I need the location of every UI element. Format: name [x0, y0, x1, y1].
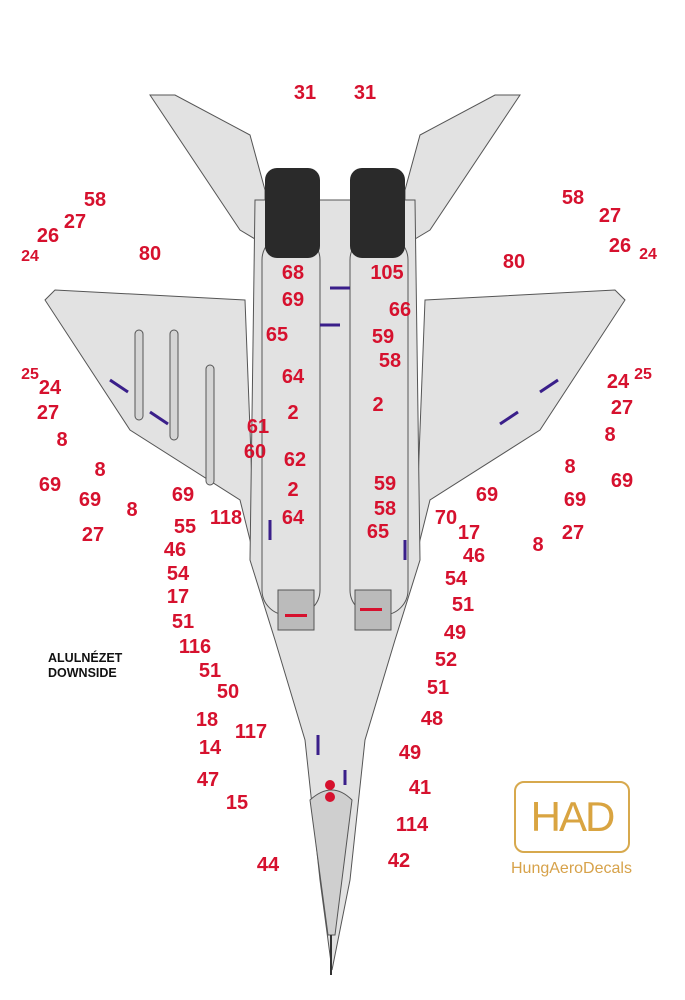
- decal-number-callout: 49: [443, 622, 467, 644]
- had-logo: HAD: [514, 781, 630, 853]
- decal-number-callout: 17: [166, 586, 190, 608]
- right-nacelle: [349, 234, 409, 616]
- view-label-en: DOWNSIDE: [48, 666, 117, 680]
- decal-number-callout: 55: [173, 516, 197, 538]
- left-pylon-missile: [205, 364, 215, 486]
- decal-number-callout: 62: [283, 449, 307, 471]
- decal-number-callout: 51: [198, 660, 222, 682]
- decal-number-callout: 27: [81, 524, 105, 546]
- decal-number-callout: 66: [388, 299, 412, 321]
- decal-number-callout: 26: [36, 225, 60, 247]
- decal-number-callout: 114: [395, 814, 429, 836]
- left-pylon-missile: [134, 329, 144, 421]
- decal-number-callout: 68: [281, 262, 305, 284]
- decal-number-callout: 46: [163, 539, 187, 561]
- nose-cone: [309, 789, 353, 936]
- decal-number-callout: 59: [373, 473, 397, 495]
- decal-number-callout: 27: [610, 397, 634, 419]
- decal-number-callout: 59: [371, 326, 395, 348]
- decal-number-callout: 80: [138, 243, 162, 265]
- decal-number-callout: 51: [451, 594, 475, 616]
- decal-number-callout: 69: [78, 489, 102, 511]
- decal-number-callout: 25: [21, 366, 39, 383]
- red-stripe-marking: [360, 608, 382, 611]
- left-tailplane: [149, 94, 266, 246]
- right-engine-nozzle: [350, 168, 405, 258]
- decal-number-callout: 69: [171, 484, 195, 506]
- decal-number-callout: 61: [246, 416, 270, 438]
- decal-number-callout: 8: [126, 499, 138, 521]
- decal-number-callout: 8: [604, 424, 616, 446]
- decal-number-callout: 8: [56, 429, 68, 451]
- decal-number-callout: 42: [387, 850, 411, 872]
- decal-number-callout: 27: [561, 522, 585, 544]
- view-label-hu: ALULNÉZET: [48, 651, 123, 665]
- decal-number-callout: 26: [608, 235, 632, 257]
- decal-number-callout: 15: [225, 792, 249, 814]
- decal-number-callout: 2: [372, 394, 384, 416]
- decal-number-callout: 64: [281, 507, 305, 529]
- decal-number-callout: 50: [216, 681, 240, 703]
- decal-number-callout: 65: [366, 521, 390, 543]
- decal-number-callout: 41: [408, 777, 432, 799]
- decal-number-callout: 31: [353, 82, 377, 104]
- decal-number-callout: 58: [83, 189, 107, 211]
- decal-number-callout: 24: [38, 377, 62, 399]
- decal-number-callout: 49: [398, 742, 422, 764]
- decal-number-callout: 18: [195, 709, 219, 731]
- decal-number-callout: 44: [256, 854, 280, 876]
- decal-number-callout: 69: [281, 289, 305, 311]
- decal-number-callout: 17: [457, 522, 481, 544]
- decal-number-callout: 31: [293, 82, 317, 104]
- decal-number-callout: 24: [639, 246, 657, 263]
- decal-number-callout: 65: [265, 324, 289, 346]
- red-stripe-marking: [285, 614, 307, 617]
- decal-number-callout: 58: [561, 187, 585, 209]
- decal-number-callout: 118: [209, 507, 243, 529]
- decal-number-callout: 69: [610, 470, 634, 492]
- logo-mark: HAD: [530, 793, 616, 840]
- decal-number-callout: 58: [378, 350, 402, 372]
- decal-number-callout: 54: [444, 568, 468, 590]
- decal-number-callout: 64: [281, 366, 305, 388]
- decal-number-callout: 2: [287, 479, 299, 501]
- right-tailplane: [404, 94, 521, 246]
- decal-number-callout: 47: [196, 769, 220, 791]
- decal-number-callout: 2: [287, 402, 299, 424]
- decal-number-callout: 8: [94, 459, 106, 481]
- decal-number-callout: 51: [171, 611, 195, 633]
- red-light-marking: [325, 780, 335, 790]
- left-intake: [277, 589, 315, 631]
- left-engine-nozzle: [265, 168, 320, 258]
- decal-number-callout: 27: [63, 211, 87, 233]
- decal-number-callout: 54: [166, 563, 190, 585]
- decal-number-callout: 8: [564, 456, 576, 478]
- decal-number-callout: 69: [38, 474, 62, 496]
- decal-number-callout: 58: [373, 498, 397, 520]
- decal-number-callout: 14: [198, 737, 222, 759]
- decal-number-callout: 8: [532, 534, 544, 556]
- decal-number-callout: 24: [606, 371, 630, 393]
- decal-number-callout: 27: [36, 402, 60, 424]
- decal-number-callout: 69: [563, 489, 587, 511]
- decal-number-callout: 52: [434, 649, 458, 671]
- left-pylon-missile: [169, 329, 179, 441]
- decal-number-callout: 51: [426, 677, 450, 699]
- decal-number-callout: 60: [243, 441, 267, 463]
- decal-number-callout: 116: [178, 636, 212, 658]
- decal-number-callout: 48: [420, 708, 444, 730]
- decal-number-callout: 69: [475, 484, 499, 506]
- decal-number-callout: 117: [234, 721, 268, 743]
- decal-number-callout: 46: [462, 545, 486, 567]
- decal-number-callout: 80: [502, 251, 526, 273]
- decal-number-callout: 24: [21, 248, 39, 265]
- decal-number-callout: 105: [370, 262, 404, 284]
- decal-number-callout: 70: [434, 507, 458, 529]
- decal-number-callout: 27: [598, 205, 622, 227]
- logo-brand-name: HungAeroDecals: [511, 860, 632, 877]
- stencil-markings: [109, 286, 559, 785]
- red-light-marking: [325, 792, 335, 802]
- view-label: ALULNÉZET DOWNSIDE: [48, 651, 122, 681]
- decal-number-callout: 25: [634, 366, 652, 383]
